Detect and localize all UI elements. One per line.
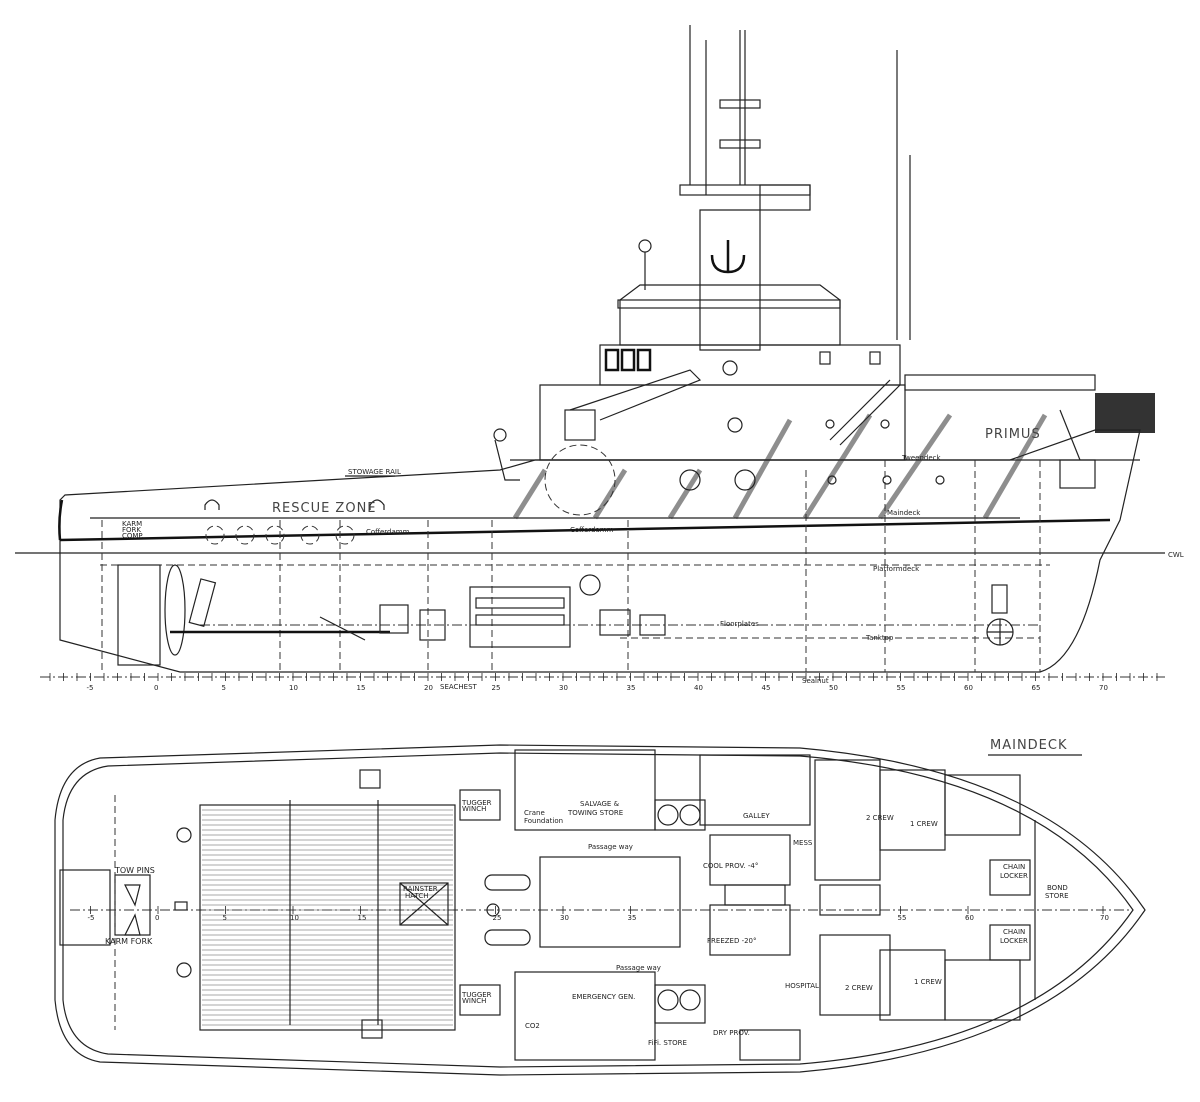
superstructure (493, 209, 1155, 516)
plan-frame-scale: -5 0 5 10 15 25 30 35 55 60 70 (88, 906, 1109, 922)
rainster-hatch-label-2: HATCH (405, 892, 429, 900)
frame-tick-label: 40 (694, 684, 703, 692)
frame-tick-label: 10 (289, 684, 298, 692)
frame-tick-label: 5 (223, 914, 227, 922)
crew2-top-label: 2 CREW (866, 814, 894, 822)
karm-fork-comp-label-2: FORK (122, 526, 141, 534)
tugger-winch-bottom-label-2: WINCH (462, 997, 486, 1005)
galley-label: GALLEY (743, 812, 770, 820)
chain-locker-bottom-label-2: LOCKER (1000, 937, 1028, 945)
frame-tick-label: 15 (358, 914, 367, 922)
seachest-label: SEACHEST (440, 683, 478, 691)
rainster-hatch-label-1: RAINSTER (403, 885, 438, 893)
frame-tick-label: 35 (627, 684, 636, 692)
stowage-rail-label: STOWAGE RAIL (348, 468, 401, 476)
mast (679, 25, 911, 340)
floorplates-label: Floorplates (720, 620, 759, 628)
frame-tick-label: 25 (493, 914, 502, 922)
frame-tick-label: 0 (155, 914, 159, 922)
frame-tick-label: 20 (424, 684, 433, 692)
frame-tick-label: 25 (492, 684, 501, 692)
frame-tick-label: 35 (628, 914, 637, 922)
frame-tick-label: 15 (357, 684, 366, 692)
work-deck (199, 804, 456, 1031)
frame-tick-label: 50 (829, 684, 838, 692)
tugger-winch-top-label-2: WINCH (462, 805, 486, 813)
tanktop-label: Tanktop (865, 634, 894, 642)
crane-foundation-label-1: Crane (524, 809, 545, 817)
co2-label: CO2 (525, 1022, 540, 1030)
hospital-label: HOSPITAL (785, 982, 819, 990)
frame-tick-label: 70 (1100, 914, 1109, 922)
profile-frame-scale: -5 0 5 10 15 20 25 30 35 40 45 50 55 60 65 70 (49, 673, 1158, 692)
tweendeck-label: Tweendeck (901, 454, 941, 462)
plan-title: MAINDECK (990, 738, 1068, 753)
salvage-store-label-1: SALVAGE & (580, 800, 620, 808)
passage-way-label-1: Passage way (588, 843, 633, 851)
frame-tick-label: 70 (1099, 684, 1108, 692)
chain-locker-top-label-1: CHAIN (1003, 863, 1025, 871)
frame-tick-label: 55 (897, 684, 906, 692)
cofferdamm-aft-label: Cofferdamm (366, 528, 410, 536)
dry-prov-label: DRY PROV. (713, 1029, 750, 1037)
maindeck-label: Maindeck (887, 509, 921, 517)
bond-store-label-2: STORE (1045, 892, 1069, 900)
mess-label: MESS (793, 839, 813, 847)
frame-tick-label: 65 (1032, 684, 1041, 692)
frame-tick-label: 5 (222, 684, 226, 692)
cool-prov-label: COOL PROV. -4° (703, 862, 758, 870)
frame-tick-label: 60 (965, 914, 974, 922)
main-engine (379, 574, 666, 648)
karm-fork-comp-label-1: KARM (122, 520, 142, 528)
crew1-bottom-label: 1 CREW (914, 978, 942, 986)
bond-store-label-1: BOND (1047, 884, 1068, 892)
freezed-label: FREEZED -20° (707, 937, 757, 945)
frame-tick-label: 30 (559, 684, 568, 692)
rescue-zone-label: RESCUE ZONE (272, 501, 377, 516)
crew1-top-label: 1 CREW (910, 820, 938, 828)
chain-locker-top-label-2: LOCKER (1000, 872, 1028, 880)
frame-tick-label: -5 (87, 684, 94, 692)
cofferdamm-mid-label: Cofferdamm (570, 526, 614, 534)
frame-tick-label: 45 (762, 684, 771, 692)
frame-tick-label: -5 (88, 914, 95, 922)
tow-pins-label: TOW PINS (114, 866, 155, 875)
frame-tick-label: 0 (154, 684, 158, 692)
maindeck-plan: MAINDECK (54, 738, 1146, 1076)
frame-tick-label: 30 (560, 914, 569, 922)
frame-tick-label: 10 (290, 914, 299, 922)
platformdeck-label: Platformdeck (873, 565, 920, 573)
vessel-name: PRIMUS (985, 427, 1041, 442)
hull-profile (15, 413, 1165, 673)
profile-view: STOWAGE RAIL RESCUE ZONE KARM FORK COMP.… (15, 25, 1184, 692)
tugger-winch-top-label-1: TUGGER (461, 799, 492, 807)
salvage-store-label-2: TOWING STORE (567, 809, 623, 817)
crew2-bottom-label: 2 CREW (845, 984, 873, 992)
crane-foundation-label-2: Foundation (524, 817, 563, 825)
passage-way-label-2: Passage way (616, 964, 661, 972)
cwl-label: CWL (1168, 551, 1184, 559)
frame-tick-label: 60 (964, 684, 973, 692)
fifi-store-label: FiFi. STORE (648, 1039, 687, 1047)
sealnut-label: Sealnut (802, 677, 829, 685)
chain-locker-bottom-label-1: CHAIN (1003, 928, 1025, 936)
emergency-gen-label: EMERGENCY GEN. (572, 993, 635, 1001)
karm-fork-comp-label-3: COMP. (122, 532, 144, 540)
frame-tick-label: 55 (898, 914, 907, 922)
accommodation-block (514, 749, 1036, 1061)
karm-fork-label: KARM FORK (105, 937, 153, 946)
tugger-winch-bottom-label-1: TUGGER (461, 991, 492, 999)
